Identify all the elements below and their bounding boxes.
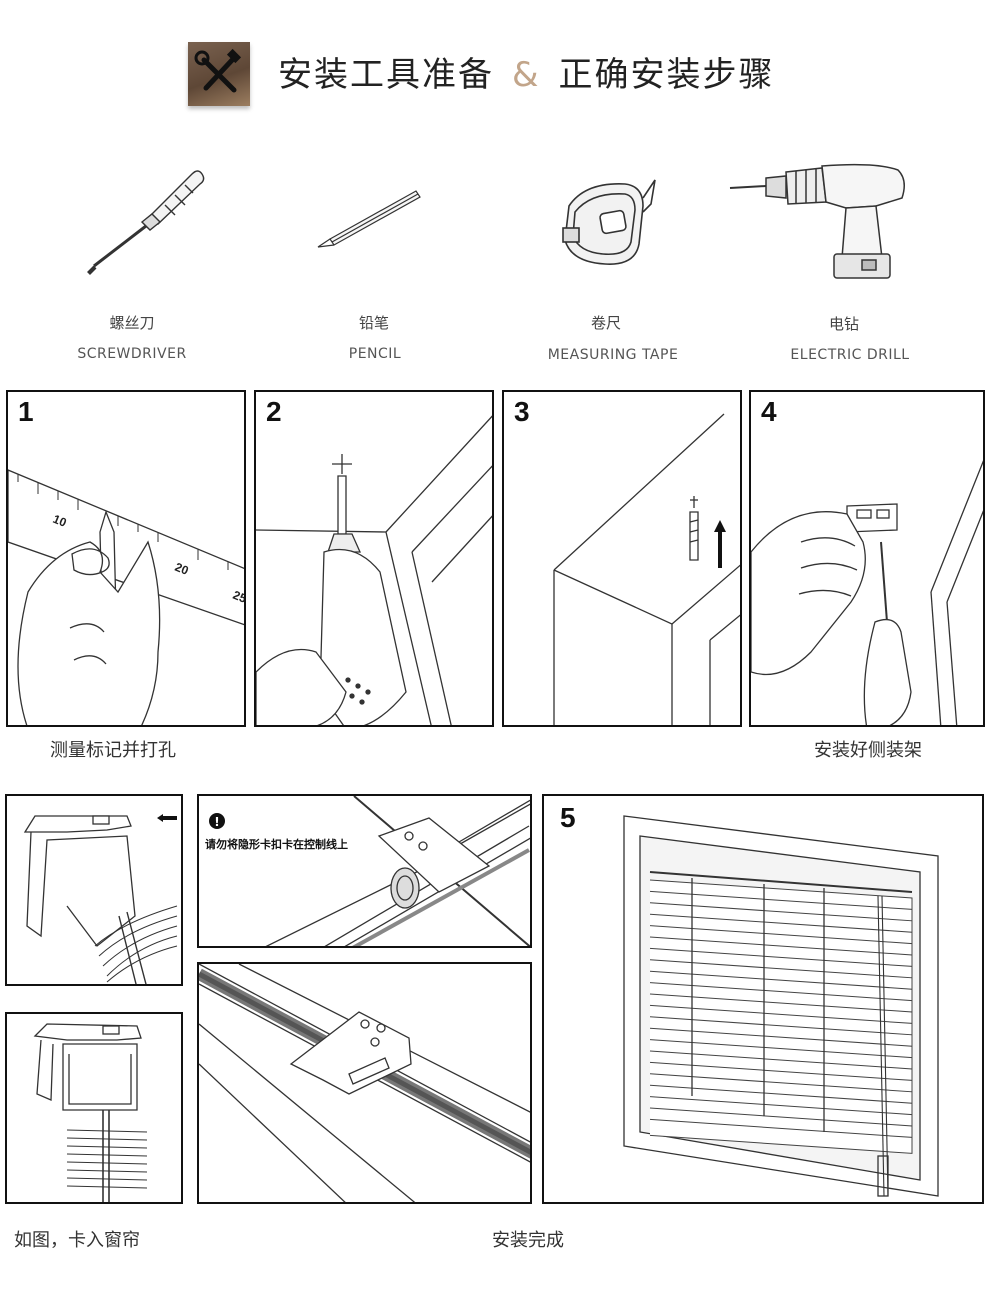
tool-label-cn-pencil: 铅笔 [358,314,389,332]
ruler-mark-25: 25 [231,588,246,606]
page-title: 安装工具准备&正确安装步骤 [278,50,775,100]
caption-done: 安装完成 [492,1230,564,1251]
step-4-illustration [751,460,983,725]
step-number-4: 4 [761,396,777,427]
screwdriver-icon [87,170,205,275]
step-1-panel: 10 20 25 1 [6,390,246,727]
warning-icon-mark: ! [214,815,219,829]
title-left: 安装工具准备 [278,55,494,95]
clip-note-illustration: ! [209,796,530,946]
step-3-panel: 3 [502,390,742,727]
step-5-illustration [623,815,939,1197]
step-number-2: 2 [266,396,282,427]
tool-label-en-electric-drill: ELECTRIC DRILL [790,347,910,363]
blind-slat [649,1118,913,1154]
bracket-detail-clipped-panel [5,1012,183,1204]
arrow-left-icon [157,814,177,822]
bracket-open-illustration [23,814,178,984]
tool-label-cn-measuring-tape: 卷尺 [590,314,621,332]
pencil-icon [317,190,421,248]
step-2-panel: 2 [254,390,494,727]
arrow-up-icon [714,520,726,568]
measuring-tape-icon [562,179,656,265]
tool-label-cn-electric-drill: 电钻 [828,315,859,333]
warning-icon [209,813,225,829]
electric-drill-icon [729,163,905,279]
tool-label-en-measuring-tape: MEASURING TAPE [547,347,679,363]
step-1-illustration: 10 20 25 [8,469,246,725]
tool-label-en-screwdriver: SCREWDRIVER [77,346,187,362]
tools-icon [188,42,250,106]
rail-closeup-illustration [199,964,530,1202]
bracket-clipped-illustration [33,1023,148,1202]
step-number-1: 1 [18,396,34,427]
blind-slats [649,879,913,1154]
step-2-illustration [256,415,492,725]
caption-measure: 测量标记并打孔 [50,740,176,761]
title-ampersand: & [512,55,541,95]
ruler-mark-20: 20 [173,560,191,578]
title-right: 正确安装步骤 [558,55,775,95]
tool-label-cn-screwdriver: 螺丝刀 [109,314,155,332]
ruler-mark-10: 10 [51,512,69,530]
step-5-panel: 5 [542,794,984,1204]
tool-label-en-pencil: PENCIL [348,346,402,362]
caption-insert: 如图，卡入窗帘 [14,1230,140,1251]
rail-closeup-panel [197,962,532,1204]
step-4-panel: 4 [749,390,985,727]
clip-note-panel: ! 请勿将隐形卡扣卡在控制线上 [197,794,532,948]
bracket-detail-open-panel [5,794,183,986]
step-number-3: 3 [514,396,530,427]
caption-bracket: 安装好侧装架 [814,740,922,761]
clip-warning-text: 请勿将隐形卡扣卡在控制线上 [205,838,348,851]
step-number-5: 5 [560,802,576,833]
step-3-illustration [553,413,740,725]
